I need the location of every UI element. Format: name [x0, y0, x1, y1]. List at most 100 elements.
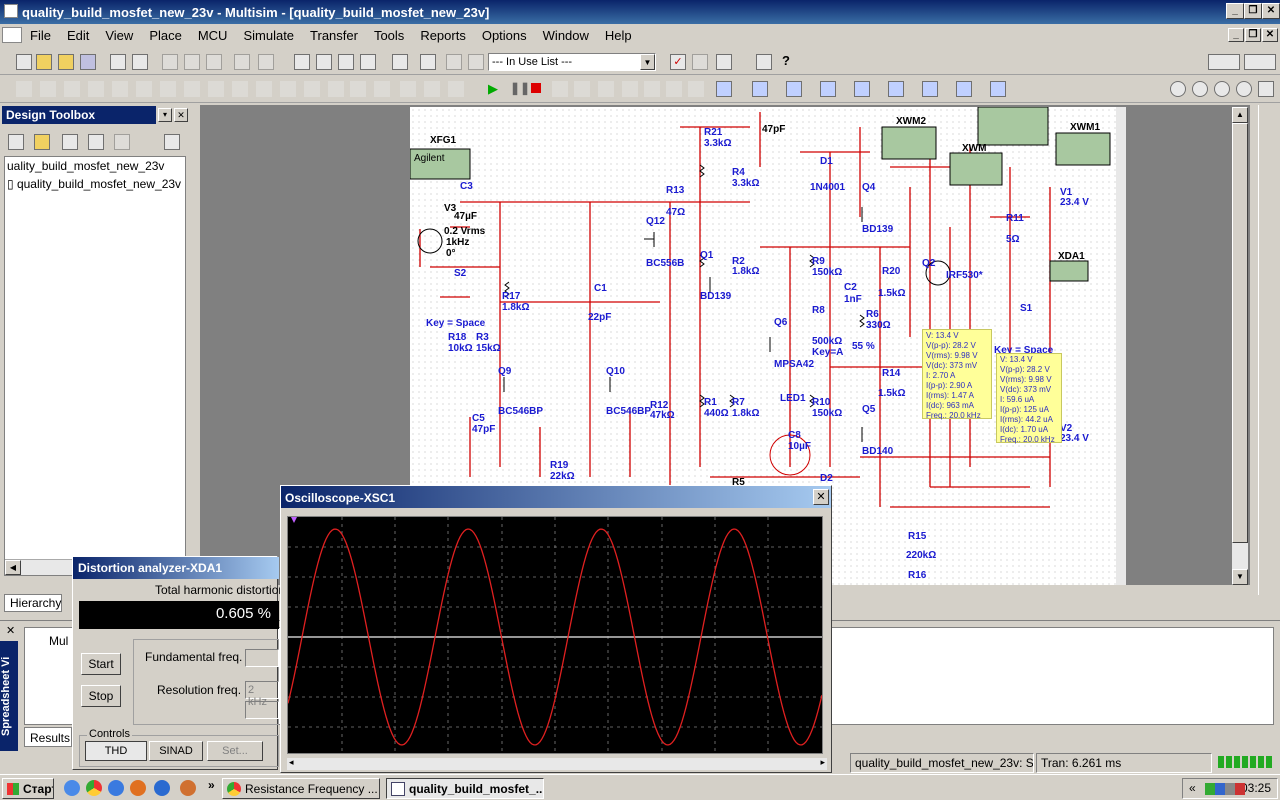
menu-view[interactable]: View	[105, 27, 134, 43]
quicklaunch-icon-1[interactable]	[64, 780, 80, 796]
circuit-label[interactable]: Q2	[922, 258, 936, 269]
start-button[interactable]: Старт	[2, 778, 54, 799]
start-button[interactable]: Start	[81, 653, 121, 675]
toolbox-tab-hierarchy[interactable]: Hierarchy	[4, 594, 62, 612]
circuit-label[interactable]: D1	[820, 156, 833, 167]
circuit-label[interactable]: XDA1	[1058, 251, 1085, 262]
transfer-icon[interactable]	[716, 54, 732, 70]
distortion-title[interactable]: Distortion analyzer-XDA1	[73, 557, 279, 579]
circuit-label[interactable]: R1	[704, 397, 717, 408]
print-icon[interactable]	[110, 54, 126, 70]
find-icon[interactable]	[756, 54, 772, 70]
circuit-label[interactable]: 1.8kΩ	[732, 266, 760, 277]
circuit-label[interactable]: 47pF	[762, 124, 786, 135]
ladder-view-icon[interactable]	[820, 81, 836, 97]
circuit-label[interactable]: 1N4001	[810, 182, 846, 193]
circuit-label[interactable]: R2	[732, 256, 745, 267]
circuit-label[interactable]: XWM2	[896, 116, 926, 127]
circuit-label[interactable]: BC546BP	[606, 406, 652, 417]
open-sample-icon[interactable]	[58, 54, 74, 70]
circuit-label[interactable]: 47µF	[454, 211, 477, 222]
circuit-label[interactable]: 0°	[446, 248, 456, 259]
resolution-freq-select[interactable]: 2 kHz	[245, 681, 279, 708]
place-rf-icon[interactable]	[256, 81, 272, 97]
set-button[interactable]: Set...	[207, 741, 263, 761]
oscilloscope-close-icon[interactable]: ✕	[813, 489, 829, 505]
circuit-label[interactable]: BC546BP	[498, 406, 544, 417]
place-mcu-icon[interactable]	[304, 81, 320, 97]
circuit-label[interactable]: 22pF	[588, 312, 612, 323]
circuit-label[interactable]: Q5	[862, 404, 876, 415]
place-wire-icon[interactable]	[448, 81, 464, 97]
print-preview-icon[interactable]	[132, 54, 148, 70]
place-hb-icon[interactable]	[328, 81, 344, 97]
menu-edit[interactable]: Edit	[66, 27, 90, 43]
circuit-label[interactable]: Key = Space	[426, 318, 486, 329]
doc-close-button[interactable]: ✕	[1262, 28, 1278, 42]
circuit-label[interactable]: V1	[1060, 187, 1073, 198]
task-resistance-frequency[interactable]: Resistance Frequency ...	[222, 778, 380, 799]
circuit-label[interactable]: R19	[550, 460, 569, 471]
undo-icon[interactable]	[234, 54, 250, 70]
circuit-label[interactable]: S1	[1020, 303, 1033, 314]
tb-remove-icon[interactable]	[114, 134, 130, 150]
circuit-label[interactable]: D2	[820, 473, 833, 484]
circuit-label[interactable]: R18	[448, 332, 467, 343]
tray-expand-icon[interactable]: «	[1189, 781, 1196, 795]
place-misc-icon[interactable]	[232, 81, 248, 97]
scroll-right-icon[interactable]: ▸	[820, 757, 825, 767]
place-source-icon[interactable]	[16, 81, 32, 97]
thd-button[interactable]: THD	[85, 741, 147, 761]
circuit-label[interactable]: V2	[1060, 423, 1073, 434]
hierarchy-icon[interactable]	[446, 54, 462, 70]
fundamental-freq-input[interactable]	[245, 649, 279, 667]
circuit-label[interactable]: R13	[666, 185, 685, 196]
circuit-label[interactable]: LED1	[780, 393, 806, 404]
run-icon[interactable]: ▶	[488, 81, 498, 96]
pause-icon[interactable]: ❚❚	[510, 81, 531, 95]
scroll-left-icon[interactable]: ◂	[289, 757, 294, 767]
instrument-2-icon[interactable]	[888, 81, 904, 97]
circuit-label[interactable]: 5Ω	[1006, 234, 1020, 245]
circuit-label[interactable]: 23.4 V	[1060, 197, 1089, 208]
place-analog-icon[interactable]	[112, 81, 128, 97]
tb-new-icon[interactable]	[8, 134, 24, 150]
circuit-label[interactable]: R14	[882, 368, 901, 379]
app-icon[interactable]	[4, 4, 18, 18]
circuit-label[interactable]: C5	[472, 413, 485, 424]
tb-properties-icon[interactable]	[164, 134, 180, 150]
menu-file[interactable]: File	[30, 27, 51, 43]
place-jumper-icon[interactable]	[400, 81, 416, 97]
spreadsheet-toggle-icon[interactable]	[316, 54, 332, 70]
circuit-label[interactable]: 220kΩ	[906, 550, 937, 561]
save-icon[interactable]	[80, 54, 96, 70]
circuit-label[interactable]: Q6	[774, 317, 788, 328]
circuit-label[interactable]: 150kΩ	[812, 408, 843, 419]
redo-icon[interactable]	[258, 54, 274, 70]
circuit-label[interactable]: Q4	[862, 182, 876, 193]
stop-button[interactable]: Stop	[81, 685, 121, 707]
place-bus-icon[interactable]	[350, 81, 366, 97]
doc-restore-button[interactable]: ❐	[1245, 28, 1261, 42]
place-ladder-icon[interactable]	[374, 81, 390, 97]
circuit-label[interactable]: R10	[812, 397, 831, 408]
scroll-thumb[interactable]	[1232, 123, 1248, 543]
close-button[interactable]: ✕	[1262, 3, 1280, 19]
menu-reports[interactable]: Reports	[420, 27, 466, 43]
menu-simulate[interactable]: Simulate	[243, 27, 295, 43]
scroll-left-icon[interactable]: ◀	[5, 560, 21, 575]
quicklaunch-more-icon[interactable]: »	[208, 778, 215, 792]
circuit-label[interactable]: 47Ω	[666, 207, 686, 218]
circuit-label[interactable]: 150kΩ	[812, 267, 843, 278]
chrome-icon[interactable]	[86, 780, 102, 796]
circuit-label[interactable]: IRF530*	[946, 270, 983, 281]
chevron-down-icon[interactable]: ▼	[640, 54, 655, 70]
doc-minimize-button[interactable]: _	[1228, 28, 1244, 42]
instrument-1-icon[interactable]	[854, 81, 870, 97]
oscilloscope-screen[interactable]	[287, 516, 823, 754]
sim-step5-icon[interactable]	[666, 81, 682, 97]
zoom-out-icon[interactable]	[1192, 81, 1208, 97]
analysis-icon[interactable]	[716, 81, 732, 97]
minimize-button[interactable]: _	[1226, 3, 1244, 19]
place-cmos-icon[interactable]	[160, 81, 176, 97]
